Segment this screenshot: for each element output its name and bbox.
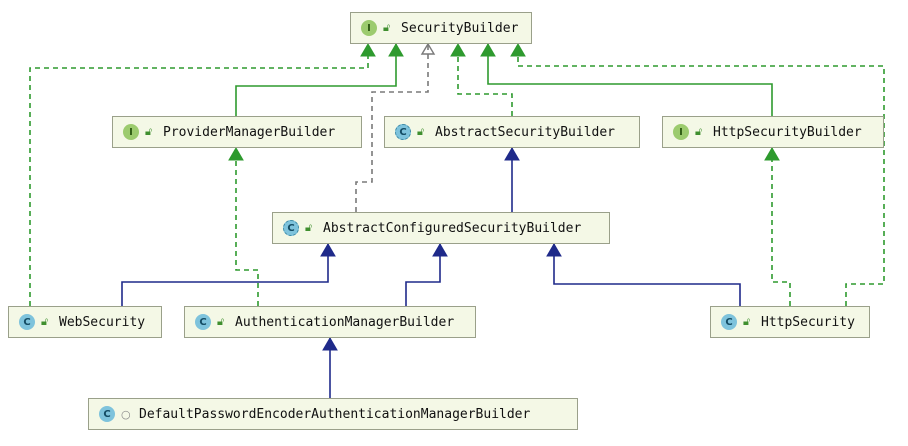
edge-authenticationmanagerbuilder-abstractconfiguredsecuritybuilder-arrowhead: [432, 243, 448, 257]
interface-icon: I: [361, 20, 377, 36]
edge-httpsecurity-securitybuilder: [517, 44, 885, 306]
node-label: AbstractSecurityBuilder: [435, 124, 616, 140]
node-abstractsecuritybuilder[interactable]: C 🔓︎ AbstractSecurityBuilder: [384, 116, 640, 148]
edge-websecurity-abstractconfiguredsecuritybuilder-arrowhead: [320, 243, 336, 257]
class-icon: C: [721, 314, 737, 330]
edge-abstractsecuritybuilder-securitybuilder: [457, 44, 513, 116]
edge-authenticationmanagerbuilder-providermanagerbuilder: [235, 148, 259, 306]
edge-abstractconfiguredsecuritybuilder-securitybuilder-arrowhead: [420, 42, 436, 55]
edge-abstractsecuritybuilder-securitybuilder-arrowhead: [450, 43, 466, 57]
public-lock-icon: 🔓︎: [305, 221, 313, 234]
node-label: ProviderManagerBuilder: [163, 124, 336, 140]
node-httpsecuritybuilder[interactable]: I 🔓︎ HttpSecurityBuilder: [662, 116, 884, 148]
class-icon: C: [195, 314, 211, 330]
class-icon: C: [99, 406, 115, 422]
edge-defaultpasswordencoder-authenticationmanagerbuilder-arrowhead: [322, 337, 338, 351]
interface-icon: I: [673, 124, 689, 140]
node-authenticationmanagerbuilder[interactable]: C 🔓︎ AuthenticationManagerBuilder: [184, 306, 476, 338]
node-securitybuilder[interactable]: I 🔓︎ SecurityBuilder: [350, 12, 532, 44]
node-label: HttpSecurityBuilder: [713, 124, 862, 140]
node-httpsecurity[interactable]: C 🔓︎ HttpSecurity: [710, 306, 870, 338]
node-websecurity[interactable]: C 🔓︎ WebSecurity: [8, 306, 162, 338]
edge-httpsecurity-httpsecuritybuilder-arrowhead: [764, 147, 780, 161]
node-label: DefaultPasswordEncoderAuthenticationMana…: [139, 406, 531, 422]
node-label: HttpSecurity: [761, 314, 855, 330]
edge-httpsecuritybuilder-securitybuilder: [487, 44, 773, 116]
edge-httpsecurity-abstractconfiguredsecuritybuilder-arrowhead: [546, 243, 562, 257]
abstract-class-icon: C: [283, 220, 299, 236]
edge-authenticationmanagerbuilder-abstractconfiguredsecuritybuilder: [405, 244, 441, 306]
edge-httpsecurity-securitybuilder-arrowhead: [510, 43, 526, 57]
edge-httpsecuritybuilder-securitybuilder-arrowhead: [480, 43, 496, 57]
edge-websecurity-securitybuilder: [29, 44, 369, 306]
node-label: AbstractConfiguredSecurityBuilder: [323, 220, 582, 236]
node-abstractconfiguredsecuritybuilder[interactable]: C 🔓︎ AbstractConfiguredSecurityBuilder: [272, 212, 610, 244]
edge-httpsecurity-abstractconfiguredsecuritybuilder: [553, 244, 741, 306]
public-lock-icon: 🔓︎: [417, 125, 425, 138]
edge-httpsecurity-httpsecuritybuilder: [771, 148, 791, 306]
public-lock-icon: 🔓︎: [145, 125, 153, 138]
package-private-icon: ○: [121, 407, 131, 421]
edge-providermanagerbuilder-securitybuilder: [235, 44, 397, 116]
edge-websecurity-securitybuilder-arrowhead: [360, 43, 376, 57]
node-label: AuthenticationManagerBuilder: [235, 314, 455, 330]
public-lock-icon: 🔓︎: [743, 315, 751, 328]
public-lock-icon: 🔓︎: [41, 315, 49, 328]
edge-providermanagerbuilder-securitybuilder-arrowhead: [388, 43, 404, 57]
public-lock-icon: 🔓︎: [217, 315, 225, 328]
public-lock-icon: 🔓︎: [695, 125, 703, 138]
edge-abstractconfiguredsecuritybuilder-securitybuilder: [355, 44, 429, 212]
node-label: SecurityBuilder: [401, 20, 519, 36]
abstract-class-icon: C: [395, 124, 411, 140]
node-defaultpasswordencoderauthenticationmanagerbuilder[interactable]: C ○ DefaultPasswordEncoderAuthentication…: [88, 398, 578, 430]
public-lock-icon: 🔓︎: [383, 21, 391, 34]
edge-websecurity-abstractconfiguredsecuritybuilder: [121, 244, 329, 306]
node-providermanagerbuilder[interactable]: I 🔓︎ ProviderManagerBuilder: [112, 116, 362, 148]
edge-abstractconfiguredsecuritybuilder-abstractsecuritybuilder-arrowhead: [504, 147, 520, 161]
class-icon: C: [19, 314, 35, 330]
edge-authenticationmanagerbuilder-providermanagerbuilder-arrowhead: [228, 147, 244, 161]
interface-icon: I: [123, 124, 139, 140]
node-label: WebSecurity: [59, 314, 146, 330]
